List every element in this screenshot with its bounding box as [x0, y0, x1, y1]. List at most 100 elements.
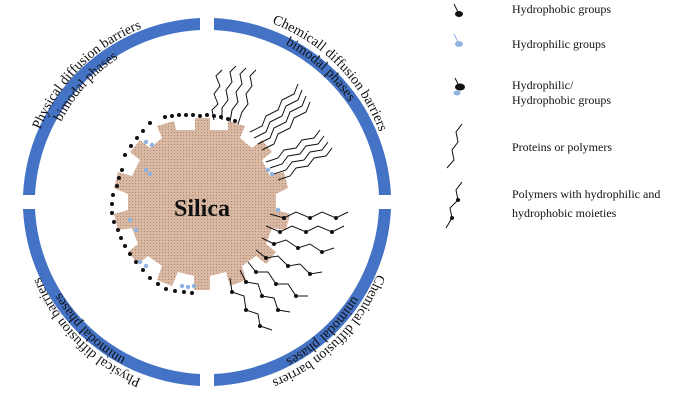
moiety-dot: [258, 324, 262, 328]
protein-chain: [253, 89, 303, 139]
hydrophobic-group: [226, 117, 230, 121]
hydrophobic-group: [156, 282, 160, 286]
hydrophobic-group: [190, 291, 194, 295]
hydrophobic-group: [117, 176, 121, 180]
legend-label-proteins: Proteins or polymers: [512, 140, 612, 154]
hydrophobic-group: [111, 193, 115, 197]
protein-chain-icon: [446, 123, 463, 169]
hydrophilic-icon: [455, 41, 463, 47]
hydrophilic-group: [269, 171, 275, 177]
moiety-dot-icon: [456, 198, 460, 202]
hydrophobic-group: [233, 119, 237, 123]
legend-label-mixed-1: Hydrophilic/: [512, 78, 574, 92]
hydrophobic-group: [123, 244, 127, 248]
legend-item-hydrophobic: Hydrophobic groups: [453, 2, 611, 17]
moiety-dot: [286, 264, 290, 268]
hydrophilic-group: [133, 227, 139, 233]
hydrophobic-icon: [455, 11, 463, 17]
legend-label-mixed-2: Hydrophobic groups: [512, 93, 611, 107]
ring-segment-top-left: [23, 18, 200, 195]
hydrophobic-part-icon: [455, 83, 465, 91]
hydrophilic-icon-stem: [453, 33, 459, 43]
moiety-dot-icon: [450, 216, 454, 220]
legend-item-polymers: Polymers with hydrophilic and hydrophobi…: [445, 181, 660, 229]
hydrophobic-group: [177, 113, 181, 117]
hydrophilic-group: [191, 283, 197, 289]
hydrophobic-group: [116, 228, 120, 232]
hydrophobic-group: [123, 153, 127, 157]
moiety-dot: [272, 242, 276, 246]
hydrophobic-group: [170, 114, 174, 118]
moiety-dot: [308, 216, 312, 220]
moiety-dot: [320, 250, 324, 254]
hydrophobic-group: [119, 236, 123, 240]
mixed-polymer-chain: [247, 261, 308, 297]
hydrophobic-group: [141, 268, 145, 272]
protein-chain: [229, 67, 247, 123]
legend-item-proteins: Proteins or polymers: [446, 123, 612, 169]
hydrophobic-group: [134, 260, 138, 264]
moiety-dot: [304, 230, 308, 234]
hydrophilic-group: [275, 207, 281, 213]
moiety-dot: [334, 216, 338, 220]
hydrophobic-group: [110, 211, 114, 215]
hydrophilic-group: [179, 283, 185, 289]
moiety-dot: [254, 270, 258, 274]
moiety-dot: [264, 256, 268, 260]
hydrophobic-group: [182, 290, 186, 294]
hydrophilic-group: [143, 167, 149, 173]
moiety-dot: [244, 308, 248, 312]
legend-label-hydrophobic: Hydrophobic groups: [512, 2, 611, 16]
protein-chain: [249, 83, 299, 133]
moiety-dot: [330, 230, 334, 234]
silica-gear: [114, 118, 290, 290]
protein-chain: [273, 141, 329, 175]
moiety-dot: [296, 246, 300, 250]
legend-label-polymers-2: hydrophobic moieties: [512, 206, 617, 220]
hydrophobic-group: [128, 252, 132, 256]
hydrophobic-group: [141, 129, 145, 133]
hydrophobic-group: [112, 220, 116, 224]
protein-chain: [269, 135, 325, 169]
moiety-dot: [278, 230, 282, 234]
ring-segment-bottom-left: [23, 209, 200, 386]
ring-segment-bottom-right: [214, 209, 391, 386]
hydrophobic-group: [129, 144, 133, 148]
mixed-polymer-chain: [239, 269, 291, 313]
mixed-polymer-chains: [229, 211, 349, 331]
hydrophilic-group: [147, 171, 153, 177]
hydrophilic-group: [137, 259, 143, 265]
hydrophobic-group: [135, 136, 139, 140]
ring-segment-top-right: [214, 18, 391, 195]
hydrophobic-group: [110, 202, 114, 206]
legend: Hydrophobic groups Hydrophilic groups Hy…: [445, 2, 660, 229]
ring: [23, 18, 391, 386]
hydrophilic-part-icon: [453, 90, 461, 96]
mixed-polymer-icon: [445, 181, 463, 229]
hydrophobic-group: [191, 113, 195, 117]
moiety-dot: [274, 282, 278, 286]
moiety-dot: [260, 294, 264, 298]
hydrophobic-group: [120, 168, 124, 172]
legend-item-hydrophilic: Hydrophilic groups: [453, 33, 606, 51]
hydrophilic-group: [149, 142, 155, 148]
legend-label-hydrophilic: Hydrophilic groups: [512, 37, 606, 51]
protein-chains: [211, 65, 333, 181]
protein-chain: [261, 101, 311, 151]
legend-label-polymers-1: Polymers with hydrophilic and: [512, 187, 660, 201]
protein-chain: [257, 95, 307, 145]
hydrophilic-group: [265, 167, 271, 173]
protein-chain: [221, 65, 237, 120]
hydrophobic-group: [148, 121, 152, 125]
hydrophobic-group: [148, 276, 152, 280]
moiety-dot: [308, 272, 312, 276]
hydrophobic-group: [173, 289, 177, 293]
hydrophobic-group: [184, 113, 188, 117]
legend-item-mixed: Hydrophilic/ Hydrophobic groups: [453, 77, 611, 107]
hydrophobic-group: [164, 287, 168, 291]
hydrophilic-group: [143, 139, 149, 145]
mixed-icon-stem: [454, 77, 459, 85]
moiety-dot: [230, 290, 234, 294]
protein-chain: [237, 69, 257, 125]
